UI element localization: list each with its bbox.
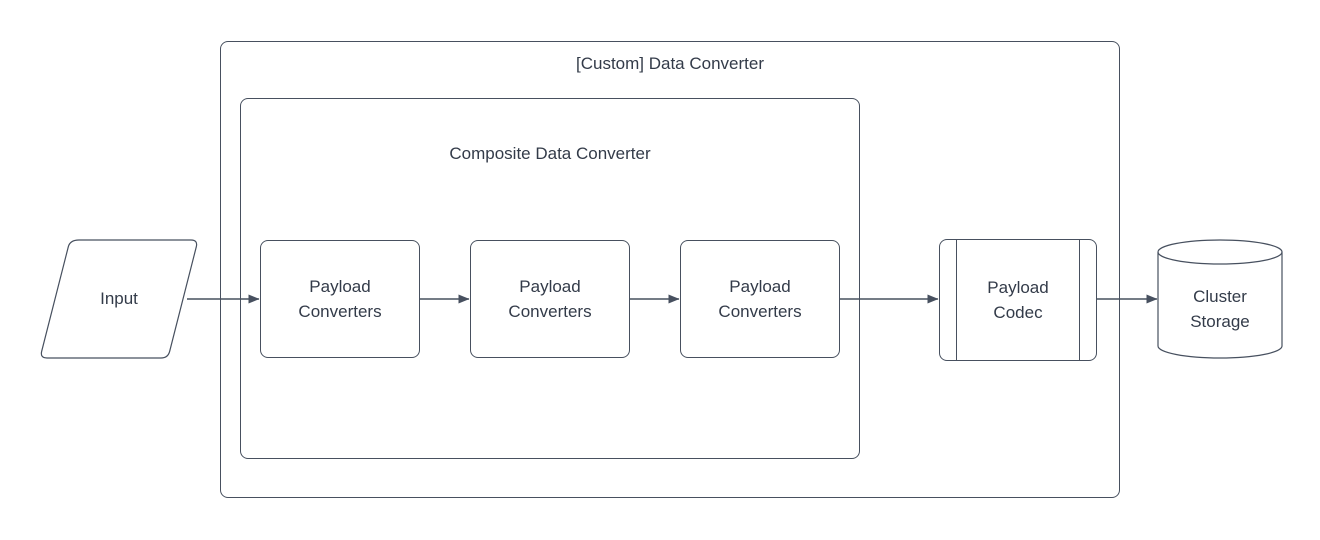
cluster-storage-cylinder [1157, 239, 1283, 359]
payload-converters-label-3: Payload Converters [718, 277, 802, 321]
codec-left-bar [956, 240, 957, 360]
payload-converters-label-2: Payload Converters [508, 277, 592, 321]
cluster-storage-label: Cluster Storage [1190, 287, 1250, 331]
custom-data-converter-title: [Custom] Data Converter [575, 54, 764, 73]
composite-data-converter-container [240, 98, 860, 459]
payload-converters-box-2 [470, 240, 630, 358]
codec-right-bar [1079, 240, 1080, 360]
payload-codec-box [939, 239, 1097, 361]
payload-converters-box-3 [680, 240, 840, 358]
input-label: Input [100, 289, 138, 308]
payload-converters-label-1: Payload Converters [298, 277, 382, 321]
payload-codec-label: Payload Codec [987, 278, 1049, 322]
composite-data-converter-title: Composite Data Converter [449, 144, 651, 163]
input-parallelogram [40, 239, 198, 359]
payload-converters-box-1 [260, 240, 420, 358]
custom-data-converter-container [220, 41, 1120, 498]
